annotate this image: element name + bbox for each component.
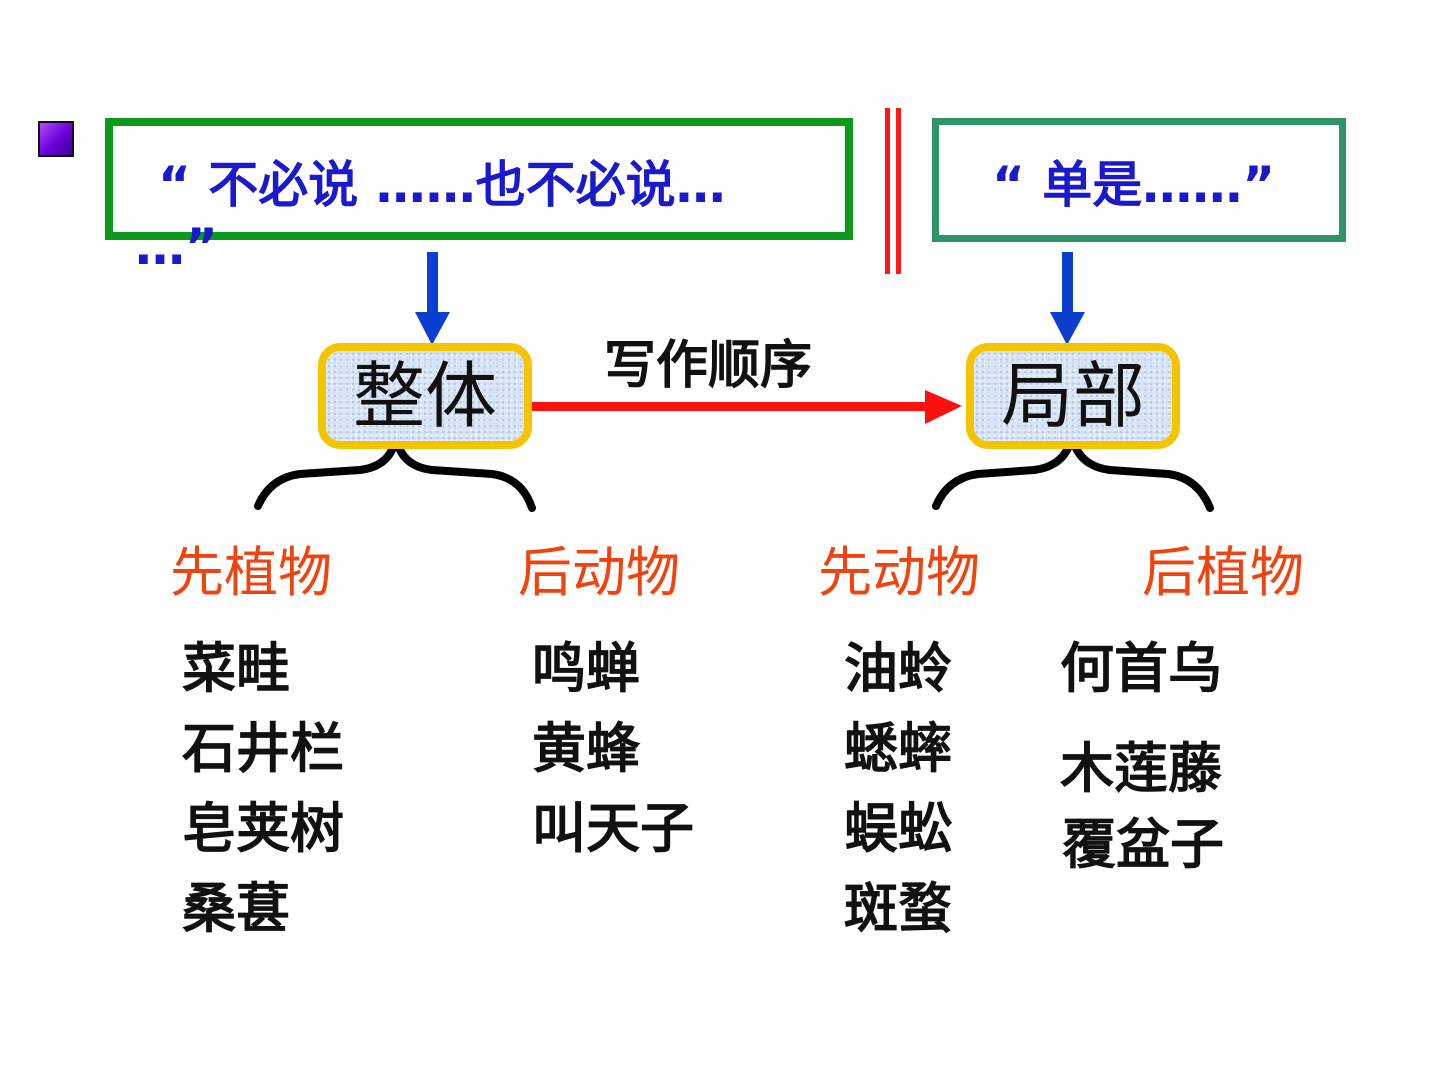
quote-text-whole-line2: …” — [135, 218, 218, 276]
list-item: 覆盆子 — [1062, 813, 1224, 876]
heading-plants-first: 先植物 — [170, 541, 332, 604]
quote-text-part: “ 单是……” — [992, 156, 1276, 214]
bullet-square-icon — [38, 121, 74, 157]
node-whole: 整体 — [318, 343, 532, 449]
double-divider — [883, 108, 903, 274]
list-item: 石井栏 — [182, 717, 344, 780]
list-item: 鸣蝉 — [532, 637, 640, 700]
list-item: 黄蜂 — [532, 717, 640, 780]
node-part-label: 局部 — [1000, 354, 1145, 438]
heading-plants-after: 后植物 — [1142, 541, 1304, 604]
quote-text-whole-line1: “ 不必说 ……也不必说… — [158, 156, 726, 214]
list-item: 桑葚 — [182, 877, 290, 940]
list-item: 木莲藤 — [1060, 737, 1222, 800]
list-item: 油蛉 — [844, 637, 952, 700]
quote-box-part — [932, 118, 1346, 242]
node-whole-label: 整体 — [352, 354, 497, 438]
down-arrow-part-icon — [1050, 252, 1085, 345]
list-item: 何首乌 — [1060, 637, 1222, 700]
down-arrow-whole-icon — [415, 252, 450, 345]
list-item: 皂荚树 — [182, 797, 344, 860]
node-part: 局部 — [966, 343, 1180, 449]
list-item: 斑蝥 — [844, 877, 952, 940]
list-item: 叫天子 — [532, 797, 694, 860]
heading-animals-after: 后动物 — [518, 541, 680, 604]
list-item: 蟋蟀 — [844, 717, 952, 780]
list-item: 蜈蚣 — [844, 797, 952, 860]
order-arrow-icon — [528, 390, 962, 424]
list-item: 菜畦 — [182, 637, 290, 700]
heading-animals-first: 先动物 — [818, 541, 980, 604]
quote-box-whole — [105, 118, 853, 240]
writing-order-label: 写作顺序 — [604, 336, 813, 396]
